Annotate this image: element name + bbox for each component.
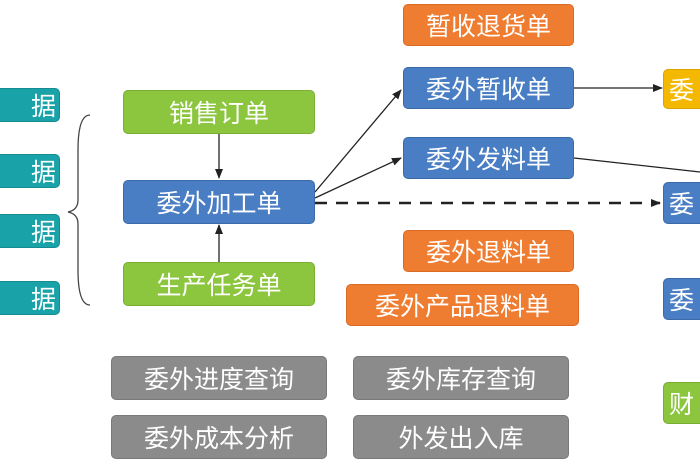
outsourcing-temp-receipt-label: 委外暂收单 (425, 75, 551, 104)
cost-analysis-label: 委外成本分析 (143, 424, 294, 453)
production-task-label: 生产任务单 (156, 271, 282, 300)
outsourcing-temp-receipt-box: 委外暂收单 (403, 67, 574, 109)
left-doc-box-2: 据 (0, 154, 60, 188)
inventory-query-label: 委外库存查询 (385, 365, 536, 394)
right-middle-label: 委 (669, 190, 695, 219)
left-doc-box-3: 据 (0, 214, 60, 248)
right-top-box: 委 (663, 69, 700, 109)
left-doc-box-4: 据 (0, 281, 60, 315)
progress-query-label: 委外进度查询 (143, 365, 294, 394)
sales-order-box: 销售订单 (123, 90, 315, 134)
left-doc-label-1: 据 (30, 92, 56, 121)
production-task-box: 生产任务单 (123, 262, 315, 306)
right-top-label: 委 (669, 76, 695, 105)
outsourcing-order-label: 委外加工单 (156, 189, 282, 218)
outsourcing-product-return-label: 委外产品退料单 (374, 292, 550, 321)
external-stock-out-label: 外发出入库 (398, 424, 524, 453)
right-middle-box: 委 (663, 182, 700, 224)
left-doc-label-4: 据 (30, 285, 56, 314)
right-lower-box: 委 (663, 278, 700, 320)
left-doc-label-2: 据 (30, 158, 56, 187)
line-material-issue-to-right (573, 157, 700, 173)
external-stock-out-box: 外发出入库 (353, 415, 569, 459)
outsourcing-material-issue-label: 委外发料单 (425, 145, 551, 174)
arrow-order-to-material-issue (314, 157, 402, 199)
arrow-order-to-temp-receipt (314, 89, 402, 193)
cost-analysis-box: 委外成本分析 (111, 415, 327, 459)
grouping-brace (67, 114, 91, 306)
outsourcing-material-return-label: 委外退料单 (425, 238, 551, 267)
inventory-query-box: 委外库存查询 (353, 356, 569, 400)
outsourcing-material-issue-box: 委外发料单 (403, 137, 574, 179)
outsourcing-product-return-box: 委外产品退料单 (346, 284, 579, 326)
temp-return-box: 暂收退货单 (403, 4, 574, 46)
right-bottom-label: 财 (669, 390, 695, 419)
right-lower-label: 委 (669, 286, 695, 315)
temp-return-label: 暂收退货单 (425, 12, 551, 41)
outsourcing-order-box: 委外加工单 (123, 180, 315, 224)
progress-query-box: 委外进度查询 (111, 356, 327, 400)
left-doc-label-3: 据 (30, 218, 56, 247)
left-doc-box-1: 据 (0, 88, 60, 122)
outsourcing-material-return-box: 委外退料单 (403, 230, 574, 272)
sales-order-label: 销售订单 (168, 99, 269, 128)
right-bottom-box: 财 (663, 382, 700, 424)
